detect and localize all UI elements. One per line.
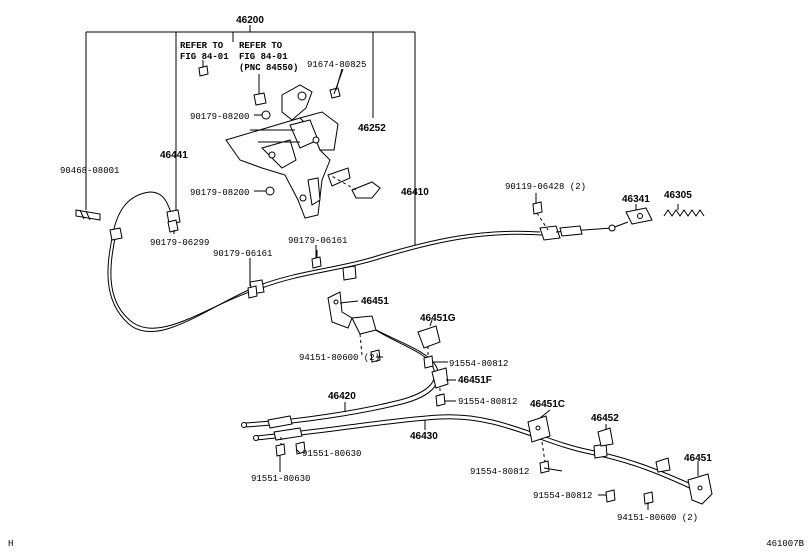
assembly-bracket-46200	[85, 25, 416, 182]
label-46430: 46430	[410, 431, 438, 442]
bracket-46451G	[417, 325, 441, 369]
label-90119-06428: 90119-06428 (2)	[505, 182, 586, 192]
bolt-ref-84-01-b	[253, 74, 267, 106]
label-94151-80600-b: 94151-80600 (2)	[617, 513, 698, 523]
label-46441: 46441	[160, 150, 188, 161]
label-46252: 46252	[358, 123, 386, 134]
footer-mark: H	[8, 539, 13, 549]
brake-lever-assembly	[225, 84, 351, 219]
label-90179-06299: 90179-06299	[150, 238, 209, 248]
label-90179-06161-b: 90179-06161	[213, 249, 272, 259]
ref-b-line3: (PNC 84550)	[239, 63, 298, 73]
ref-b-line2: FIG 84-01	[239, 52, 288, 62]
label-46451C: 46451C	[530, 399, 565, 410]
label-46451-right: 46451	[684, 453, 712, 464]
label-91551-80630-b: 91551-80630	[251, 474, 310, 484]
bolt-91554-80812-d	[605, 489, 616, 503]
bracket-46451-right	[655, 457, 713, 505]
ref-b-line1: REFER TO	[239, 41, 283, 51]
label-90179-06161-a: 90179-06161	[288, 236, 347, 246]
front-cable-46410	[107, 182, 613, 332]
label-46200: 46200	[236, 15, 264, 26]
label-46305: 46305	[664, 190, 692, 201]
label-91674-80825: 91674-80825	[307, 60, 366, 70]
label-46341: 46341	[622, 194, 650, 205]
equalizer-46341	[608, 207, 653, 232]
bolt-94151-80600-a	[370, 349, 381, 363]
label-46451-top: 46451	[361, 296, 389, 307]
label-90179-08200-a: 90179-08200	[190, 112, 249, 122]
label-91554-80812-b: 91554-80812	[458, 397, 517, 407]
spring-46305	[663, 209, 705, 217]
fastener-90179-08200-b	[265, 186, 275, 196]
label-91554-80812-c: 91554-80812	[470, 467, 529, 477]
bracket-46451-top	[327, 291, 377, 356]
bolt-91551-80630-a	[275, 437, 286, 457]
label-94151-80600-a: 94151-80600 (2)	[299, 353, 380, 363]
rear-cable-46420	[241, 327, 440, 429]
cable-46441	[109, 191, 181, 241]
bolt-94151-80600-b	[643, 491, 654, 505]
rear-cable-46430	[253, 414, 701, 493]
label-91554-80812-d: 91554-80812	[533, 491, 592, 501]
label-90468-08001: 90468-08001	[60, 166, 119, 176]
label-46420: 46420	[328, 391, 356, 402]
figure-id: 461007B	[766, 539, 804, 549]
bolt-ref-84-01-a	[198, 60, 209, 77]
nut-90179-06161-b	[247, 285, 258, 299]
label-46451F: 46451F	[458, 375, 492, 386]
ref-a-line1: REFER TO	[180, 41, 224, 51]
clip-90468-08001	[75, 209, 101, 221]
label-46451G: 46451G	[420, 313, 456, 324]
leader-lines	[85, 68, 699, 510]
ref-a-line2: FIG 84-01	[180, 52, 229, 62]
label-91551-80630-a: 91551-80630	[302, 449, 361, 459]
bracket-46252	[329, 174, 381, 199]
clip-46452	[597, 427, 614, 447]
label-90179-08200-b: 90179-08200	[190, 188, 249, 198]
label-46452: 46452	[591, 413, 619, 424]
bracket-46451C	[527, 415, 551, 474]
label-91554-80812-a: 91554-80812	[449, 359, 508, 369]
nut-90179-06299	[167, 219, 179, 233]
clip-90119-06428	[532, 201, 549, 231]
bracket-46451F	[431, 367, 449, 407]
nut-90179-06161-a	[311, 250, 322, 269]
label-46410: 46410	[401, 187, 429, 198]
